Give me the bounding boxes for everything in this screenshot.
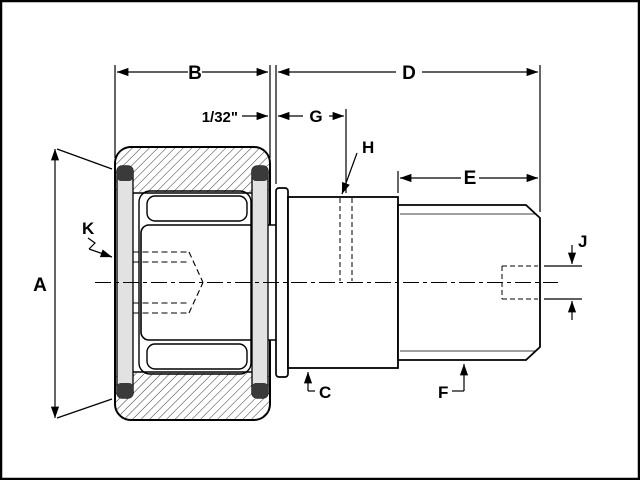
ext-a-top [56, 148, 113, 170]
label-gap: 1/32" [202, 109, 238, 126]
hex-socket-hidden-lines [133, 251, 204, 314]
dimension-labels: A B D 1/32" G H E J C F K [33, 63, 587, 402]
needle-roller-top [146, 195, 248, 222]
dimension-lines [50, 65, 582, 419]
ring-hatching [116, 148, 269, 419]
label-h: H [362, 138, 374, 157]
label-c: C [319, 383, 331, 402]
label-g: G [309, 107, 322, 126]
label-f: F [438, 383, 448, 402]
label-a: A [33, 275, 47, 296]
label-d: D [402, 63, 416, 84]
lube-hole-hidden-lines [339, 198, 353, 281]
label-j: J [578, 232, 587, 251]
leader-k-zigzag [87, 237, 96, 250]
roller-assembly [114, 146, 289, 421]
needle-roller-bottom [146, 343, 248, 370]
label-e: E [464, 168, 477, 189]
label-k: K [82, 219, 95, 238]
ext-a-bottom [56, 398, 113, 419]
label-b: B [188, 63, 202, 84]
leader-k [88, 248, 113, 258]
leader-h [341, 152, 358, 195]
right-seal [251, 165, 269, 399]
